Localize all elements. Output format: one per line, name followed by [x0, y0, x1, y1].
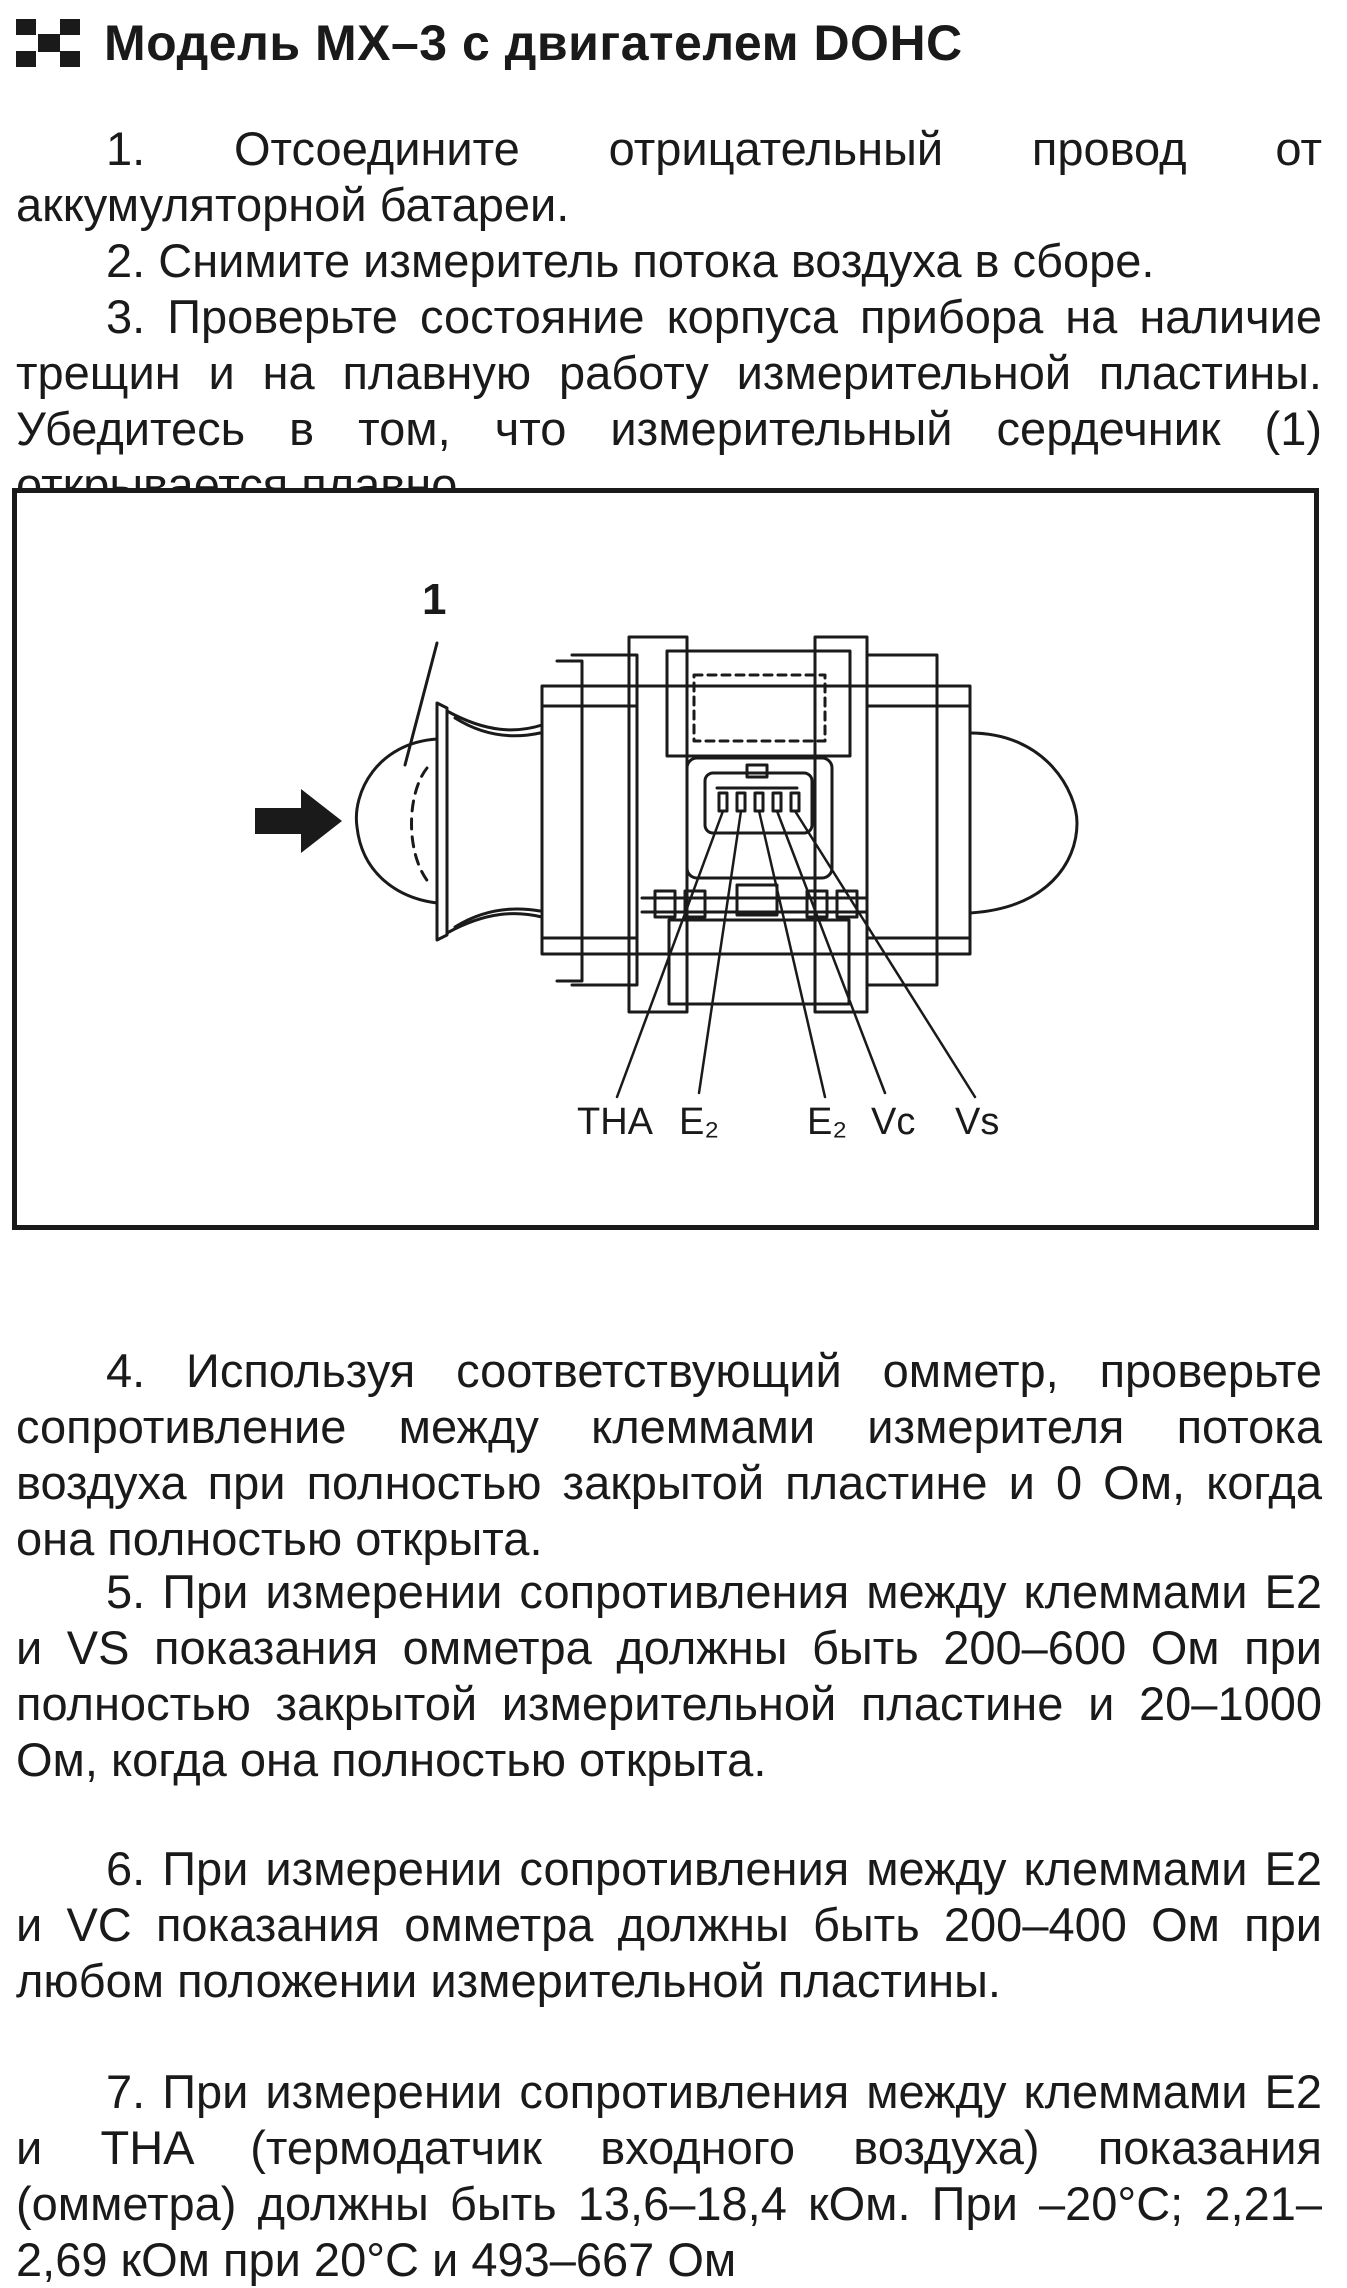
callout-number: 1: [422, 575, 447, 624]
step-1: 1. Отсоедините отрицательный провод от а…: [16, 122, 1322, 231]
section-title: Модель МХ–3 с двигателем DOHC: [104, 15, 963, 71]
airflow-meter-figure: 1 THA E₂ E₂ Vc Vs: [12, 488, 1319, 1230]
terminal-label-tha: THA: [577, 1101, 653, 1143]
inlet-funnel: [435, 701, 544, 942]
terminal-label-e2: E₂: [679, 1101, 720, 1143]
flow-arrow-icon: [255, 789, 342, 853]
airflow-meter-drawing: [255, 635, 1079, 1099]
callout-leader: [403, 641, 439, 767]
outlet-dome: [968, 731, 1079, 915]
step-3: 3. Проверьте состояние корпуса прибора н…: [16, 290, 1322, 511]
terminal-label-vc: Vc: [871, 1101, 916, 1143]
step-7: 7. При измерении сопротивления между кле…: [16, 2065, 1322, 2286]
terminal-leaders: [615, 809, 977, 1099]
terminal-label-e2: E₂: [807, 1101, 848, 1143]
step-2: 2. Снимите измеритель потока воздуха в с…: [106, 234, 1155, 287]
step-6: 6. При измерении сопротивления между кле…: [16, 1842, 1322, 2007]
manual-page: Модель МХ–3 с двигателем DOHC 1. Отсоеди…: [12, 10, 1322, 2286]
engine-type-marker-icon: [16, 19, 80, 67]
terminal-label-vs: Vs: [955, 1101, 1000, 1143]
measuring-core-icon: [354, 737, 439, 905]
section-heading: Модель МХ–3 с двигателем DOHC: [14, 10, 963, 76]
meter-body: [540, 635, 972, 1014]
step-4: 4. Используя соответствующий омметр, про…: [16, 1344, 1322, 1565]
step-5: 5. При измерении сопротивления между кле…: [16, 1565, 1322, 1786]
